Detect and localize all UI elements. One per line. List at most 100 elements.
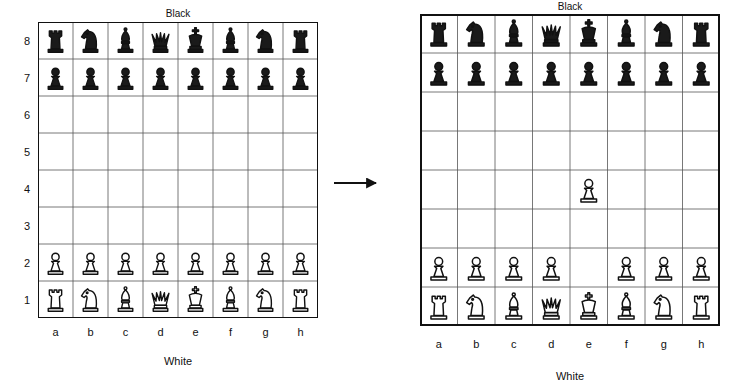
- white-pawn: [118, 253, 133, 274]
- file-letter: d: [548, 338, 554, 351]
- white-rook: [693, 296, 709, 319]
- piece-part: [227, 44, 235, 49]
- piece-part: [153, 49, 168, 52]
- piece-part: [506, 316, 522, 319]
- black-pawn: [506, 63, 522, 86]
- piece-part: [546, 71, 556, 81]
- grid-line: [248, 22, 249, 318]
- piece-part: [294, 290, 306, 308]
- piece-part: [87, 68, 94, 75]
- piece-part: [122, 253, 129, 260]
- white-pawn: [258, 253, 273, 274]
- piece-part: [192, 68, 199, 75]
- piece-part: [622, 35, 630, 37]
- piece-part: [52, 68, 59, 75]
- piece-part: [509, 71, 519, 81]
- piece-part: [157, 253, 164, 260]
- black-king: [581, 20, 597, 46]
- piece-part: [227, 68, 234, 75]
- piece-part: [48, 271, 63, 274]
- piece-part: [227, 31, 235, 41]
- side-label-top: Black: [422, 0, 718, 13]
- piece-part: [156, 261, 165, 271]
- piece-part: [121, 261, 130, 271]
- black-bishop: [618, 20, 634, 46]
- piece-part: [223, 86, 238, 89]
- piece-part: [656, 277, 672, 280]
- white-bishop: [506, 293, 522, 319]
- piece-part: [510, 308, 518, 310]
- piece-part: [618, 316, 634, 319]
- grid-line: [607, 14, 608, 326]
- piece-part: [153, 271, 168, 274]
- black-pawn: [543, 63, 559, 86]
- piece-part: [581, 316, 597, 319]
- piece-part: [189, 293, 201, 305]
- piece-part: [261, 76, 270, 86]
- piece-part: [656, 82, 672, 85]
- piece-part: [223, 271, 238, 274]
- piece-part: [48, 49, 63, 52]
- board-grid: [420, 14, 720, 326]
- piece-part: [49, 290, 61, 308]
- white-knight: [654, 295, 671, 319]
- black-bishop: [118, 28, 133, 52]
- piece-part: [509, 266, 519, 276]
- rank-number: 1: [24, 293, 30, 306]
- arrow-connector: [334, 182, 376, 184]
- grid-line: [38, 170, 318, 171]
- piece-part: [227, 253, 234, 260]
- piece-part: [506, 43, 522, 46]
- piece-part: [293, 49, 308, 52]
- piece-part: [189, 34, 201, 46]
- piece-part: [468, 277, 484, 280]
- piece-part: [121, 76, 130, 86]
- piece-part: [510, 63, 518, 71]
- piece-part: [510, 23, 518, 34]
- piece-part: [543, 277, 559, 280]
- black-king: [188, 28, 203, 53]
- black-bishop: [506, 20, 522, 46]
- board-grid: [38, 22, 318, 318]
- piece-part: [585, 180, 593, 188]
- piece-part: [510, 35, 518, 37]
- side-label-top: Black: [39, 7, 317, 20]
- file-letter: d: [157, 326, 163, 339]
- white-knight: [467, 295, 484, 319]
- piece-part: [192, 253, 199, 260]
- piece-part: [261, 292, 263, 294]
- black-pawn: [188, 68, 203, 89]
- chess-board: BlackWhite: [38, 22, 318, 318]
- white-pawn: [693, 258, 709, 281]
- piece-part: [258, 271, 273, 274]
- piece-part: [86, 292, 88, 294]
- piece-part: [83, 271, 98, 274]
- black-pawn: [48, 68, 63, 89]
- piece-part: [545, 40, 558, 43]
- white-pawn: [188, 253, 203, 274]
- black-bishop: [223, 28, 238, 52]
- piece-part: [582, 27, 595, 40]
- piece-part: [226, 261, 235, 271]
- white-queen: [152, 292, 169, 312]
- file-letter: b: [87, 326, 93, 339]
- piece-part: [660, 63, 668, 71]
- piece-part: [585, 293, 592, 300]
- piece-part: [188, 49, 203, 52]
- piece-part: [543, 82, 559, 85]
- piece-part: [543, 316, 559, 319]
- black-rook: [693, 23, 709, 46]
- file-letter: c: [123, 326, 129, 339]
- grid-line: [420, 170, 720, 171]
- grid-line: [38, 281, 318, 282]
- piece-part: [656, 316, 672, 319]
- piece-part: [585, 63, 593, 71]
- piece-part: [582, 300, 595, 313]
- piece-part: [190, 46, 201, 49]
- black-pawn: [83, 68, 98, 89]
- piece-part: [585, 20, 592, 27]
- black-pawn: [468, 63, 484, 86]
- white-pawn: [618, 258, 634, 281]
- black-knight: [654, 22, 671, 46]
- piece-part: [432, 296, 445, 315]
